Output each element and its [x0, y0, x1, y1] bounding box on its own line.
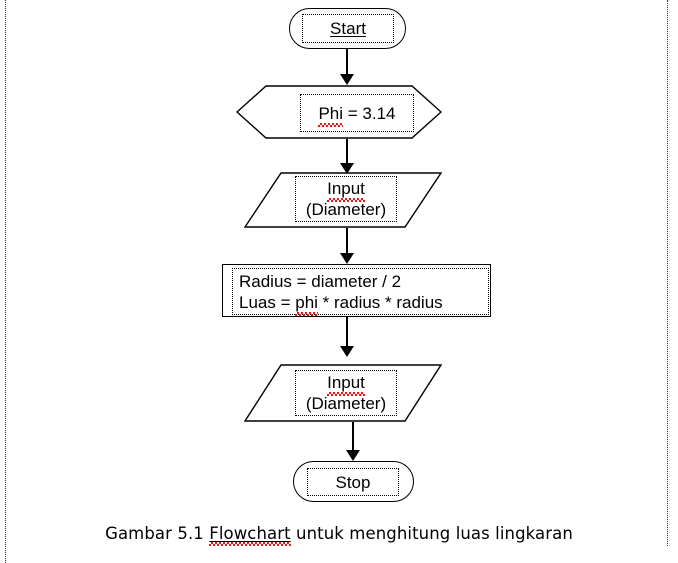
connector-output-to-stop [352, 422, 354, 451]
page-margin-guide-left [5, 0, 6, 563]
flow-node-input-line2: (Diameter) [305, 200, 387, 219]
flow-node-process-textbox[interactable]: Radius = diameter / 2 Luas = phi * radiu… [232, 268, 489, 316]
arrowhead-input-to-process [340, 253, 354, 264]
arrowhead-output-to-stop [346, 450, 360, 461]
hexagon-shape [236, 85, 442, 139]
flow-node-input-textbox[interactable]: Input (Diameter) [295, 176, 397, 222]
flow-node-process-line2-a: Luas = [239, 292, 296, 312]
flow-node-init-label: Phi = 3.14 [318, 103, 396, 127]
flow-node-init-label-value: = 3.14 [343, 103, 396, 123]
figure-caption-keyword: Flowchart [209, 524, 292, 546]
connector-process-to-output [346, 317, 348, 347]
flow-node-init-textbox[interactable]: Phi = 3.14 [300, 94, 414, 132]
flow-node-stop-textbox[interactable]: Stop [307, 468, 399, 496]
connector-init-to-input [346, 139, 348, 164]
flow-node-process-line2-phi: phi [295, 292, 318, 316]
flow-node-process-line2: Luas = phi * radius * radius [239, 292, 443, 316]
flow-node-input-line1-wrap: Input [327, 178, 365, 202]
figure-caption: Gambar 5.1 Flowchart untuk menghitung lu… [0, 524, 678, 546]
flow-node-output-textbox[interactable]: Input (Diameter) [295, 370, 397, 416]
arrowhead-init-to-input [340, 163, 354, 174]
connector-start-to-init [346, 49, 348, 75]
arrowhead-start-to-init [340, 74, 354, 85]
flow-node-output-line2: (Diameter) [305, 394, 387, 413]
flow-node-process[interactable] [222, 264, 491, 317]
page-margin-guide-right [667, 0, 668, 546]
flow-node-start-label: Start [330, 19, 366, 38]
arrowhead-process-to-output [340, 346, 354, 357]
flow-node-init-label-phi: Phi [318, 103, 344, 127]
flow-node-output-line1: Input [327, 373, 365, 396]
flow-node-output-line1-wrap: Input [327, 372, 365, 396]
figure-caption-suffix: untuk menghitung luas lingkaran [290, 524, 573, 543]
flow-node-init[interactable] [236, 85, 442, 139]
flow-node-start-textbox[interactable]: Start [302, 14, 394, 43]
connector-input-to-process [346, 228, 348, 254]
flow-node-stop-label: Stop [335, 472, 371, 492]
flow-node-input-line1: Input [327, 179, 365, 202]
flow-node-process-line1: Radius = diameter / 2 [239, 271, 402, 291]
figure-caption-prefix: Gambar 5.1 [105, 524, 210, 543]
flow-node-process-line2-c: * radius * radius [317, 292, 443, 312]
